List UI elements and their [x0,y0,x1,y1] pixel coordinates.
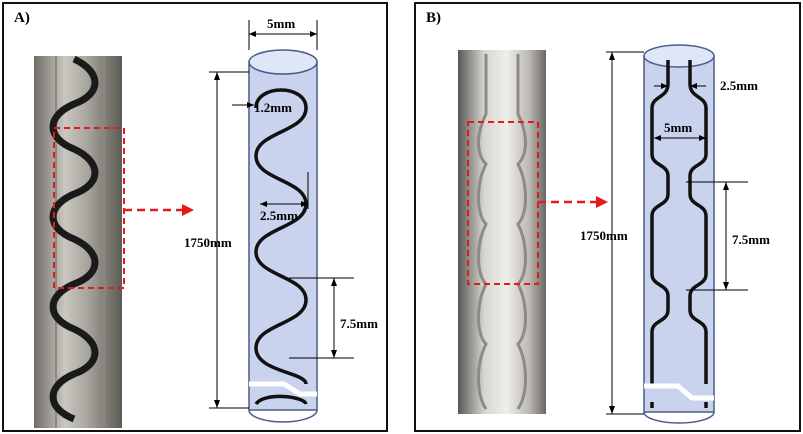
dim-b-width: 5mm [664,120,692,135]
dim-b-length: 1750mm [580,228,628,243]
dim-a-length: 1750mm [184,235,232,250]
dim-a-pitch: 7.5mm [340,316,378,331]
corrugated-tube-photo [458,50,546,414]
dim-b-neck: 2.5mm [720,78,758,93]
tube-top [643,44,715,68]
panel-b-figure: 2.5mm 5mm 1750mm 7.5mm [458,44,770,424]
dim-b-pitch: 7.5mm [732,232,770,247]
corrugated-wall-right [688,60,708,384]
dim-a-wire: 1.2mm [254,100,292,115]
panel-a-label: A) [14,10,30,26]
zoom-region-box [53,127,125,289]
helical-wire [254,88,308,385]
dim-a-pitch-width: 2.5mm [260,208,298,223]
panel-b: B) 2.5mm [414,2,801,432]
corrugated-wall-left [650,60,670,384]
photo-coil-wire [49,55,99,423]
dim-a-width: 5mm [267,16,295,31]
tube-top [248,49,318,75]
tube-body [248,61,318,411]
tube-body [643,55,715,413]
panel-b-label: B) [426,10,441,26]
panel-a-figure: 5mm 1750mm 1.2mm 2.5mm 7.5mm [34,16,378,428]
panel-a: A) 5mm [2,2,388,432]
